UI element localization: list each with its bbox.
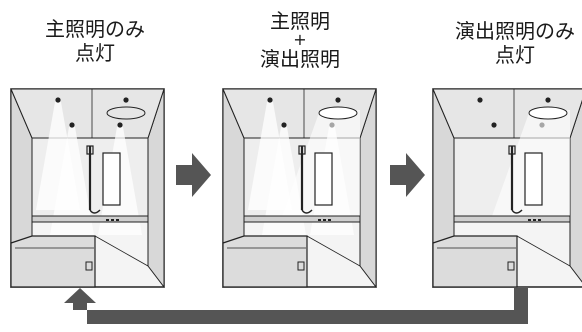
accent-ceiling-light [528, 106, 568, 120]
wall-mirror [102, 152, 121, 206]
step-3-caption-line-2: 点灯 [495, 43, 535, 67]
step-2-caption: 主照明 + 演出照明 [215, 9, 385, 71]
step-3-caption: 演出照明のみ 点灯 [430, 19, 582, 67]
step-2-caption-line-1: 主照明 [270, 9, 330, 33]
step-1-caption: 主照明のみ 点灯 [20, 17, 170, 65]
right-arrow-icon [176, 153, 211, 197]
control-panel-button [528, 219, 531, 221]
wall-mirror [524, 152, 543, 206]
control-panel-button [111, 219, 114, 221]
step-1-caption-line-2: 点灯 [75, 41, 115, 65]
control-panel-button [323, 219, 326, 221]
shower-head [298, 145, 306, 155]
downlight-icon [545, 97, 551, 103]
shower-head [86, 145, 94, 155]
accent-ceiling-light [106, 106, 146, 120]
main-light-beam [50, 127, 94, 235]
step-2-caption-plus: + [293, 30, 307, 49]
drain-icon [297, 261, 305, 271]
right-arrow-icon [390, 153, 425, 197]
bathroom-main-and-accent-light-illustration [222, 88, 377, 288]
floor-line [516, 235, 571, 267]
control-panel-button [116, 219, 119, 221]
shower-head [508, 145, 516, 155]
downlight-icon [335, 97, 341, 103]
counter-shelf [31, 215, 149, 223]
return-loop-arrow-icon [64, 288, 528, 324]
downlight-icon [69, 122, 75, 128]
drain-icon [507, 261, 515, 271]
bathroom-accent-light-illustration [432, 88, 582, 288]
control-panel-button [533, 219, 536, 221]
downlight-icon [123, 97, 129, 103]
downlight-icon [477, 97, 483, 103]
counter-shelf [453, 215, 571, 223]
downlight-icon [55, 97, 61, 103]
downlight-icon [117, 122, 123, 128]
step-3-caption-line-1: 演出照明のみ [455, 19, 575, 43]
step-1-caption-line-1: 主照明のみ [45, 17, 145, 41]
control-panel-button [318, 219, 321, 221]
downlight-icon [281, 122, 287, 128]
downlight-icon [267, 97, 273, 103]
floor-line [94, 235, 149, 267]
accent-ceiling-light [318, 106, 358, 120]
shower-hose [301, 209, 313, 214]
control-panel-button [538, 219, 541, 221]
downlight-icon [491, 122, 497, 128]
wall-mirror [314, 152, 333, 206]
control-panel-button [328, 219, 331, 221]
shower-hose [89, 209, 101, 214]
counter-shelf [243, 215, 361, 223]
shower-hose [511, 209, 523, 214]
drain-icon [85, 261, 93, 271]
bathroom-main-light-illustration [10, 88, 165, 288]
floor-line [306, 235, 361, 267]
control-panel-button [106, 219, 109, 221]
step-2-caption-line-3: 演出照明 [260, 47, 340, 71]
